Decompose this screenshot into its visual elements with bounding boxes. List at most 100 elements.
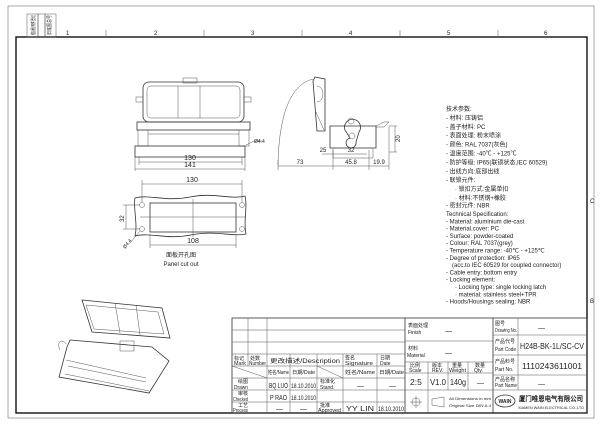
svg-text:· 锁扣方式:金属单扣: · 锁扣方式:金属单扣 [455,185,508,193]
part-name-value: — [538,381,545,388]
svg-text:数量: 数量 [475,362,485,369]
hole-dia-label: Ø4.4 [254,139,265,145]
side-view: 73 45.8 19.9 25 32 20 [277,76,402,170]
corner-box-label: 旧底图总号 [46,15,53,35]
part-code-label: Part Code [495,347,516,353]
title-block: 标记 Mark 处数 Number 更改描述/Description 签名 Si… [231,317,588,414]
dim-cutout-height: 32 [120,215,126,222]
svg-text:重量: 重量 [452,362,462,369]
material-label: Material [407,353,425,359]
svg-text:审核: 审核 [238,390,248,397]
svg-text:- Surface: powder-coated: - Surface: powder-coated [446,234,513,240]
projection-symbol-icon [410,396,445,408]
signature-label: Signature [345,361,373,367]
svg-text:5: 5 [447,31,451,37]
rev-value: V1.0 [430,377,446,387]
dim-cutout-inner: 108 [187,238,199,245]
front-view: 130 141 Ø4.4 [134,77,265,171]
svg-text:4: 4 [349,31,353,37]
stand-label: Stand. [320,385,334,391]
svg-text:WAIN: WAIN [498,399,511,405]
svg-text:日期: 日期 [380,356,390,362]
number-label: Number [249,361,266,367]
part-no-value: 1110243611001 [522,361,582,371]
svg-text:· 材料:不锈钢+橡胶: · 材料:不锈钢+橡胶 [455,194,506,202]
svg-text:- Locking element:: - Locking element: [446,278,495,284]
svg-text:- 联锁元件:: - 联锁元件: [446,176,476,184]
svg-text:- 出线方向:底部出线: - 出线方向:底部出线 [446,167,499,175]
description-header: 更改描述/Description [270,357,340,365]
spec-en-title: Technical Specification: [446,212,509,218]
part-code-value: H24B-BK-1L/SC-CV [520,341,584,351]
svg-text:材料: 材料 [408,345,418,352]
hole-dia-label: Ø4.4 [122,238,134,250]
drawn-name: BQ LUO [269,383,288,390]
material-value: — [445,350,452,357]
panel-cutout-title-en: Panel cut out [163,262,198,268]
corner-box-label: 借(通)用件登记 [30,15,37,35]
spec-english: Technical Specification: - Material: alu… [446,212,561,306]
svg-text:- 材料: 压铸铝: - 材料: 压铸铝 [446,114,483,122]
qty-label: Qty. [474,368,483,374]
svg-text:- 颜色: RAL 7037(灰色): - 颜色: RAL 7037(灰色) [446,141,507,149]
svg-text:- 防护等级: IP65(联锁状态,IEC 60529): - 防护等级: IP65(联锁状态,IEC 60529) [446,158,547,166]
svg-text:标准化: 标准化 [320,378,335,385]
svg-text:姓名/Name: 姓名/Name [268,369,289,376]
part-no-label: Part No. [495,367,513,373]
svg-text:1: 1 [66,31,70,37]
spec-cn-title: 技术参数: [446,105,472,113]
scale-label: Scale [409,368,422,374]
svg-text:2: 2 [154,31,158,37]
svg-text:- 盖子材料: PC: - 盖子材料: PC [446,123,486,131]
svg-text:- Degree of protection: IP65: - Degree of protection: IP65 [446,256,520,262]
drawing-no-label: Drawing No. [495,328,517,334]
svg-text:- Hoods/Housings sealing: NBR: - Hoods/Housings sealing: NBR [446,300,531,306]
isometric-view [58,299,171,394]
svg-text:6: 6 [544,31,548,37]
units-note: All Dimensions in mm [449,396,492,401]
svg-text:- 表面处理: 粉末喷涂: - 表面处理: 粉末喷涂 [446,132,501,140]
svg-text:产品名称: 产品名称 [495,376,515,383]
weight-value: 140g [450,377,466,387]
mark-label-cn: 标记 [234,355,244,362]
svg-text:- Material.cover: PC: - Material.cover: PC [446,227,500,233]
stand-date: — [389,383,396,390]
svg-text:批准: 批准 [320,402,330,409]
dim-cutout-width: 130 [186,177,198,184]
svg-text:日期/Date: 日期/Date [292,370,315,376]
svg-text:- Material: aluminium die-cast: - Material: aluminium die-cast [446,219,525,225]
svg-text:(acc.to IEC 60529 for coupled: (acc.to IEC 60529 for coupled connector) [452,263,561,269]
svg-text:- Temperature range: -40℃ - +1: - Temperature range: -40℃ - +125℃ [446,249,545,255]
scale-value: 2:5 [410,377,422,387]
svg-text:- Cable entry: bottom entry: - Cable entry: bottom entry [446,270,517,276]
part-name-label: Part Name [495,383,517,389]
column-markers: 1 2 3 4 5 6 C B [66,30,595,305]
svg-text:- 温度范围: -40℃ - +125℃: - 温度范围: -40℃ - +125℃ [446,150,517,158]
svg-text:B: B [590,299,594,305]
process-date: — [300,406,307,413]
svg-text:3: 3 [251,31,255,37]
process-name: — [276,406,283,413]
size-note: Original Size DIN A 4 [449,403,492,408]
svg-text:C: C [590,199,595,205]
svg-text:产品料号: 产品料号 [495,358,515,365]
checked-date: 18.10.2010 [291,396,317,402]
panel-cutout-view: 130 32 108 Ø4.4 面板开孔图 Panel cut out [120,177,247,268]
svg-text:· Locking type: single locking: · Locking type: single locking latch [455,285,546,291]
dim-25: 25 [320,148,327,154]
checked-label: Checked [233,397,248,403]
approved-date: 18.10.2010 [378,407,405,413]
approved-name: YY LIN [346,406,374,413]
finish-label: Finish [408,330,422,336]
mark-label: Mark [234,361,247,367]
dim-32: 32 [348,148,355,154]
svg-text:姓名/Name: 姓名/Name [345,369,375,376]
drawing-no-value: — [538,325,545,332]
dim-20: 20 [396,135,402,142]
dim-73: 73 [297,160,304,166]
checked-name: P RAO [270,395,287,402]
svg-text:图号: 图号 [495,321,505,327]
company-name-cn: 厦门唯恩电气有限公司 [518,394,583,403]
svg-text:日期/Date: 日期/Date [379,370,404,376]
